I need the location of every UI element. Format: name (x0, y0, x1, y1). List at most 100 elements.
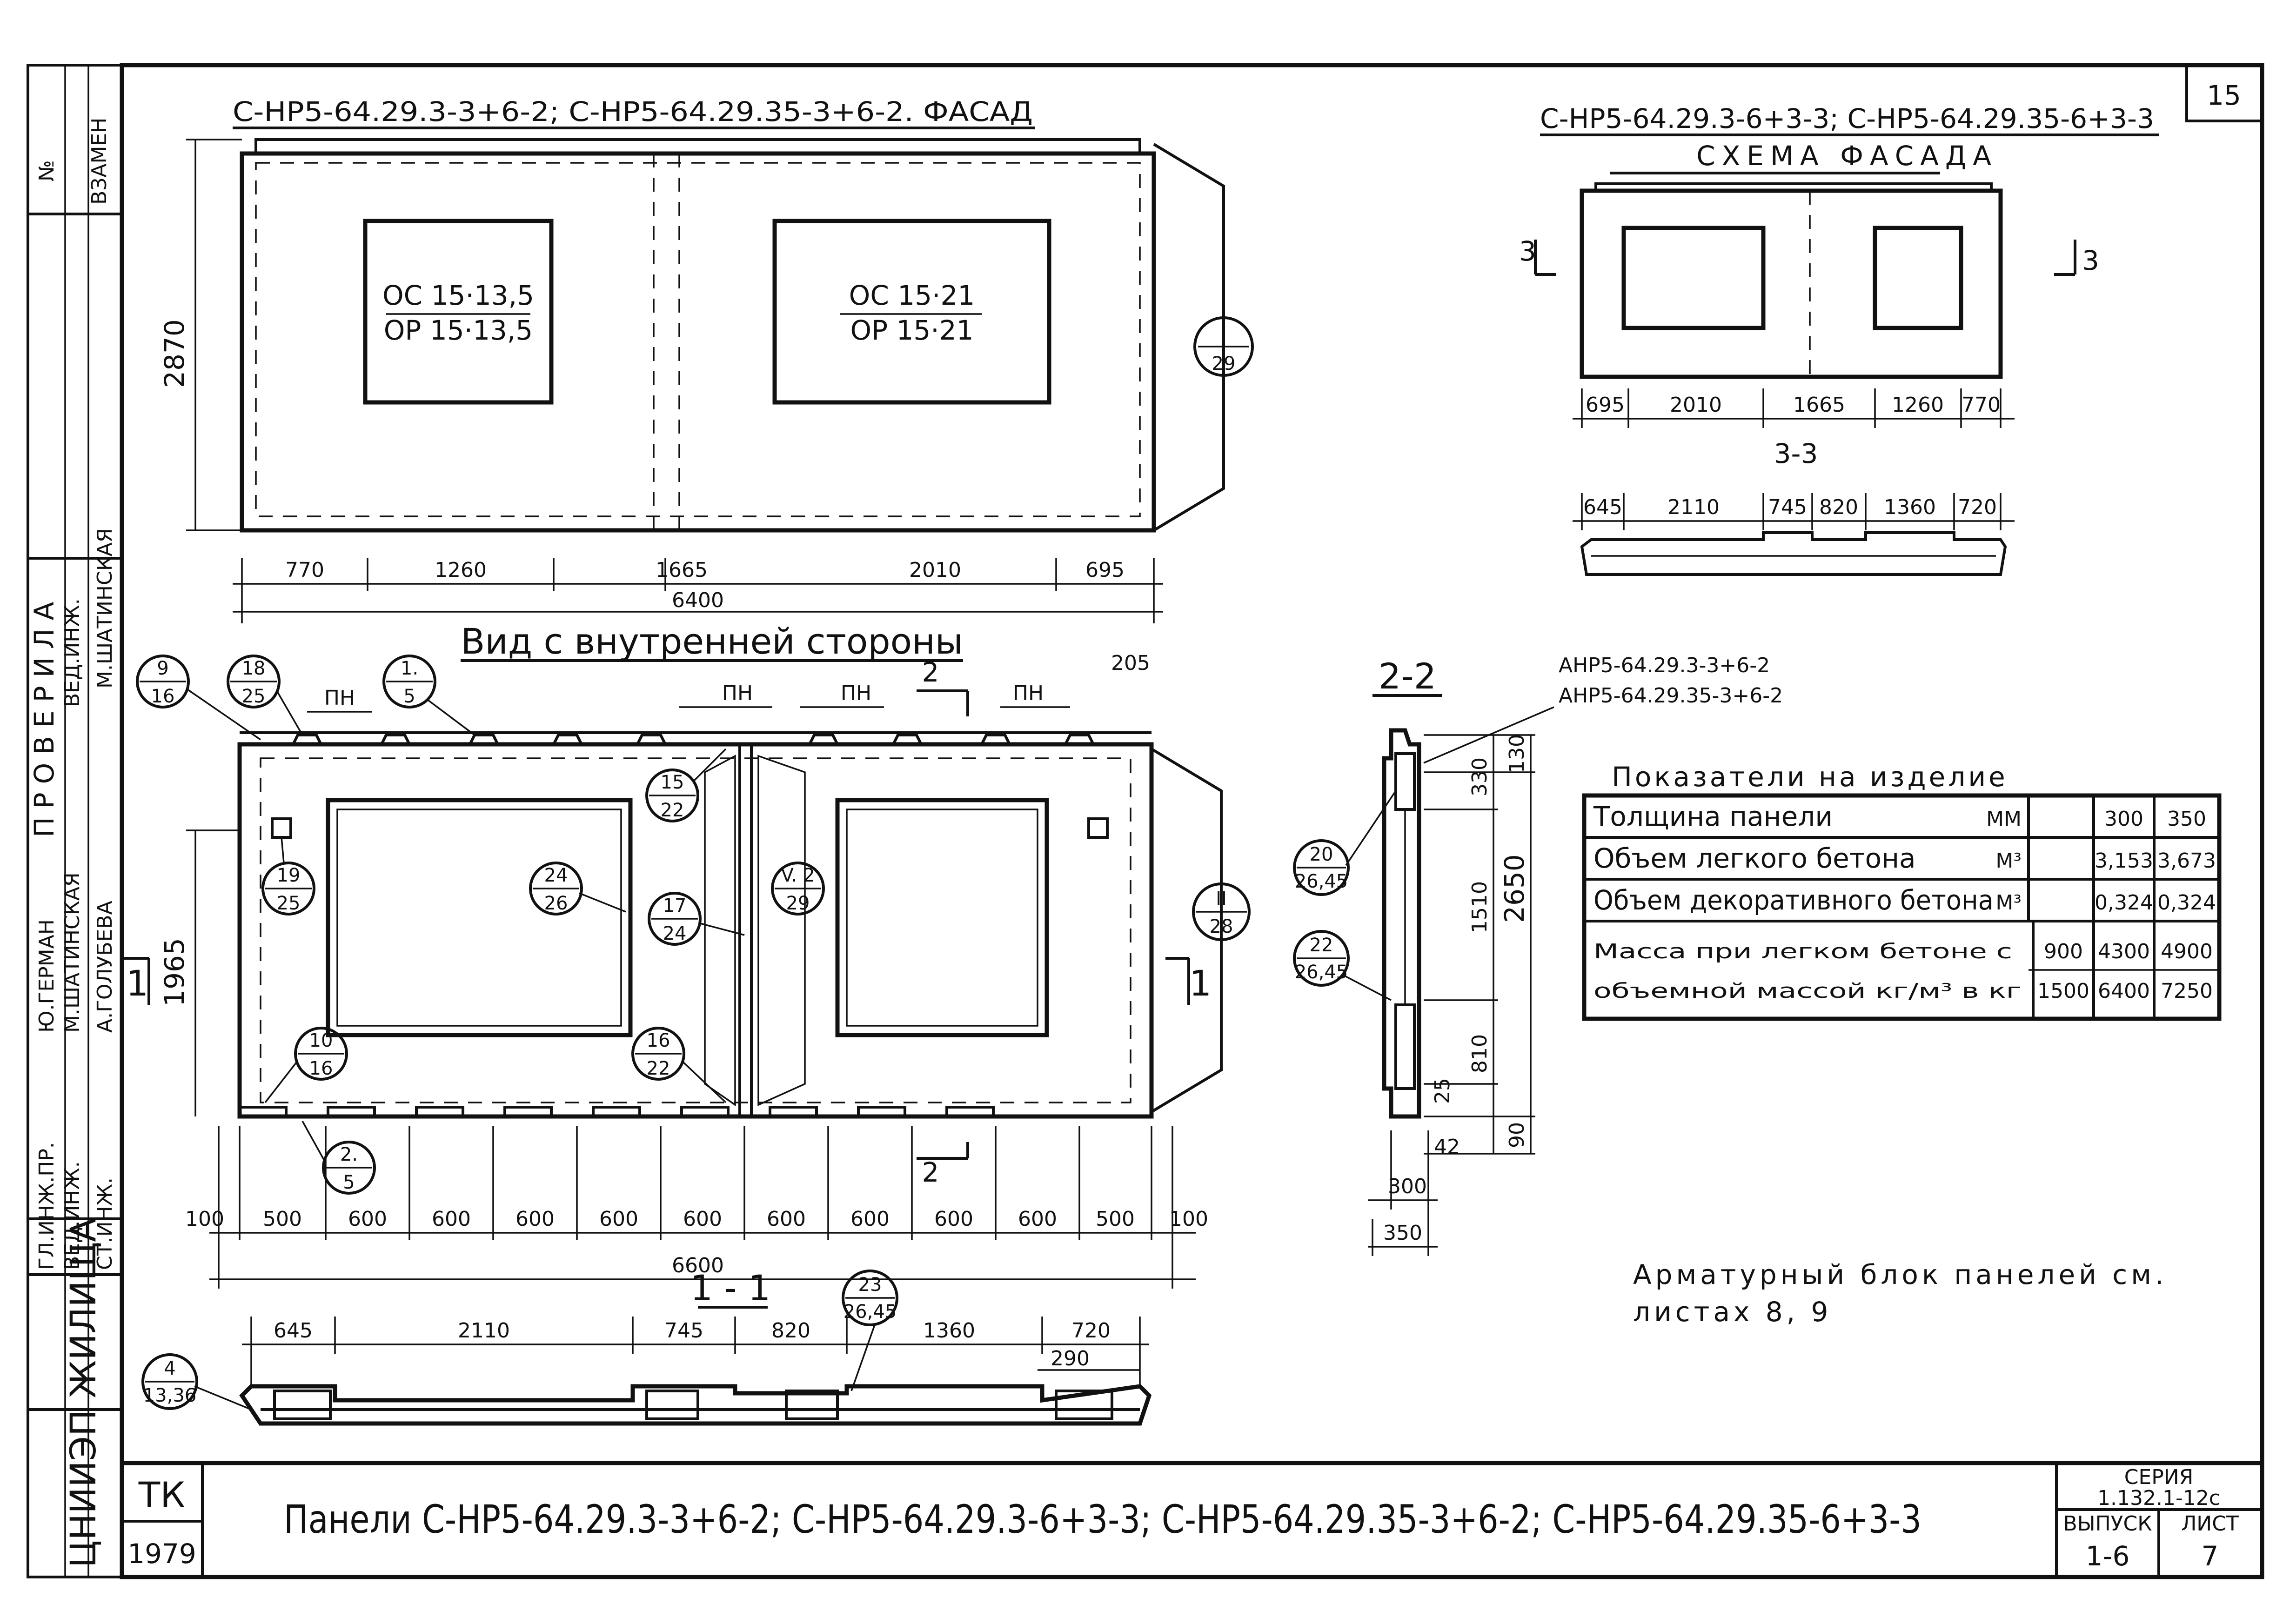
svg-text:16: 16 (151, 686, 175, 707)
note-line-1: Арматурный блок панелей см. (1633, 1259, 2167, 1290)
mass-label-1: Масса при легком бетоне с (1593, 940, 2012, 963)
scheme-dim-4: 1260 (1892, 393, 1944, 417)
stamp-check-role: ВЕД.ИНЖ. (60, 598, 84, 707)
dim-205: 205 (1111, 651, 1150, 675)
pn-label-4: ПН (1013, 682, 1044, 705)
svg-text:II: II (1216, 888, 1227, 909)
drawing-main-title: Панели С-НР5-64.29.3-3+6-2; С-НР5-64.29.… (284, 1497, 1921, 1542)
svg-text:16: 16 (647, 1030, 670, 1051)
svg-text:18: 18 (242, 658, 266, 679)
row-1-unit: ММ (1986, 807, 2022, 831)
scheme-section-label: 3-3 (1774, 438, 1818, 469)
svg-text:4: 4 (164, 1358, 175, 1379)
facade-node-bottom: 29 (1212, 353, 1236, 374)
svg-text:28: 28 (1210, 916, 1233, 937)
svg-text:29: 29 (786, 893, 810, 914)
sec22-dim-130: 130 (1505, 734, 1529, 773)
svg-text:25: 25 (242, 686, 266, 707)
window-2 (772, 219, 1051, 405)
sec22-dim-25: 25 (1431, 1078, 1454, 1104)
scheme-dim-1: 695 (1586, 393, 1625, 417)
svg-text:25: 25 (277, 893, 301, 914)
sec22-dim-300: 300 (1388, 1175, 1427, 1198)
stamp-check-label: ПРОВЕРИЛА (28, 594, 60, 837)
scheme-sec-dim-5: 1360 (1884, 495, 1936, 519)
stamp-role-3: СТ.ИНЖ. (93, 1177, 117, 1270)
bubble: 20 26,45 (1293, 790, 1397, 896)
pn-label-3: ПН (841, 682, 871, 705)
cut-1-right: 1 (1189, 962, 1212, 1004)
indicators-table: Показатели на изделие Толщина панели ММ … (1582, 761, 2222, 1021)
inner-dim-10: 600 (934, 1207, 973, 1231)
row-2-v2: 3,673 (2157, 849, 2216, 873)
sec11-dim-5: 1360 (923, 1319, 975, 1343)
inner-total-dim: 6600 (672, 1254, 724, 1277)
window-1 (363, 219, 554, 405)
facade-total-dim: 6400 (672, 588, 724, 612)
row-1-v1: 300 (2104, 807, 2143, 831)
section-1-1-label: 1 - 1 (690, 1267, 770, 1309)
series-value: 1.132.1-12с (2097, 1486, 2220, 1510)
sec22-dim-1510: 1510 (1468, 881, 1492, 933)
svg-text:24: 24 (663, 923, 687, 944)
row-3-name: Объем декоративного бетона (1593, 884, 1994, 916)
row-2-name: Объем легкого бетона (1593, 842, 1916, 874)
sec22-total-height: 2650 (1499, 854, 1530, 923)
row-1-name: Толщина панели (1593, 801, 1833, 832)
svg-text:22: 22 (1310, 935, 1333, 956)
pn-label-1: ПН (324, 686, 355, 710)
issue-value: 1-6 (2086, 1540, 2130, 1572)
sec22-dim-42: 42 (1434, 1135, 1460, 1159)
stamp-replace-no: № (35, 160, 59, 181)
tk-label: ТК (138, 1474, 185, 1516)
window-2-top: ОС 15·21 (849, 280, 975, 311)
stamp-role-2: ВЕД.ИНЖ. (60, 1161, 84, 1270)
svg-text:9: 9 (157, 658, 168, 679)
facade-dim-5: 695 (1085, 558, 1125, 582)
sheet-value: 7 (2202, 1540, 2219, 1572)
svg-text:22: 22 (661, 800, 684, 821)
scheme-sec-dim-3: 745 (1768, 495, 1807, 519)
facade-dim-2: 1260 (435, 558, 487, 582)
svg-text:16: 16 (309, 1058, 333, 1079)
inner-dim-12: 500 (1096, 1207, 1135, 1231)
svg-text:10: 10 (309, 1030, 333, 1051)
scheme-dim-5: 770 (1962, 393, 2001, 417)
stamp-name-2: М.ШАТИНСКАЯ (60, 872, 84, 1033)
stamp-role-1: ГЛ.ИНЖ.ПР. (35, 1142, 59, 1270)
section-2-2-profile (1382, 728, 1421, 1119)
svg-text:20: 20 (1310, 844, 1333, 865)
armature-mark-1: АНР5-64.29.3-3+6-2 (1559, 654, 1770, 677)
inner-window-2 (835, 798, 1049, 1037)
sec11-dim-3: 745 (664, 1319, 703, 1343)
window-1-top: ОС 15·13,5 (382, 280, 534, 311)
bubble: 24 26 (529, 862, 626, 916)
sec22-dim-90: 90 (1505, 1122, 1529, 1148)
mass-row2-v1: 6400 (2098, 979, 2150, 1003)
inner-view: Вид с внутренней стороны ПН (121, 621, 1251, 1289)
inner-dim-7: 600 (683, 1207, 722, 1231)
scheme-sec-dim-2: 2110 (1667, 495, 1720, 519)
row-1-v2: 350 (2167, 807, 2206, 831)
bubble: 9 16 (136, 655, 261, 741)
svg-text:24: 24 (544, 865, 568, 886)
row-2-unit: М³ (1995, 849, 2022, 873)
stamp-org: ЦНИИЭП ЖИЛИЩА (62, 1218, 104, 1568)
svg-text:19: 19 (277, 865, 301, 886)
inner-dim-3: 600 (348, 1207, 387, 1231)
scheme-cut-left: 3 (1519, 235, 1536, 267)
row-2-v1: 3,153 (2095, 849, 2153, 873)
facade-dim-4: 2010 (909, 558, 961, 582)
page-number: 15 (2207, 80, 2241, 111)
bubble: 1. 5 (382, 655, 475, 736)
inner-dim-8: 600 (767, 1207, 806, 1231)
svg-text:5: 5 (403, 686, 415, 707)
sec22-dim-810: 810 (1468, 1034, 1492, 1073)
cut-1-left: 1 (126, 962, 148, 1004)
bubble: 4 13,36 (141, 1353, 252, 1410)
row-3-v1: 0,324 (2095, 891, 2153, 915)
stamp-name-3: А.ГОЛУБЕВА (93, 901, 117, 1033)
note-line-2: листах 8, 9 (1633, 1296, 1832, 1328)
bubble: 10 16 (264, 1027, 348, 1103)
